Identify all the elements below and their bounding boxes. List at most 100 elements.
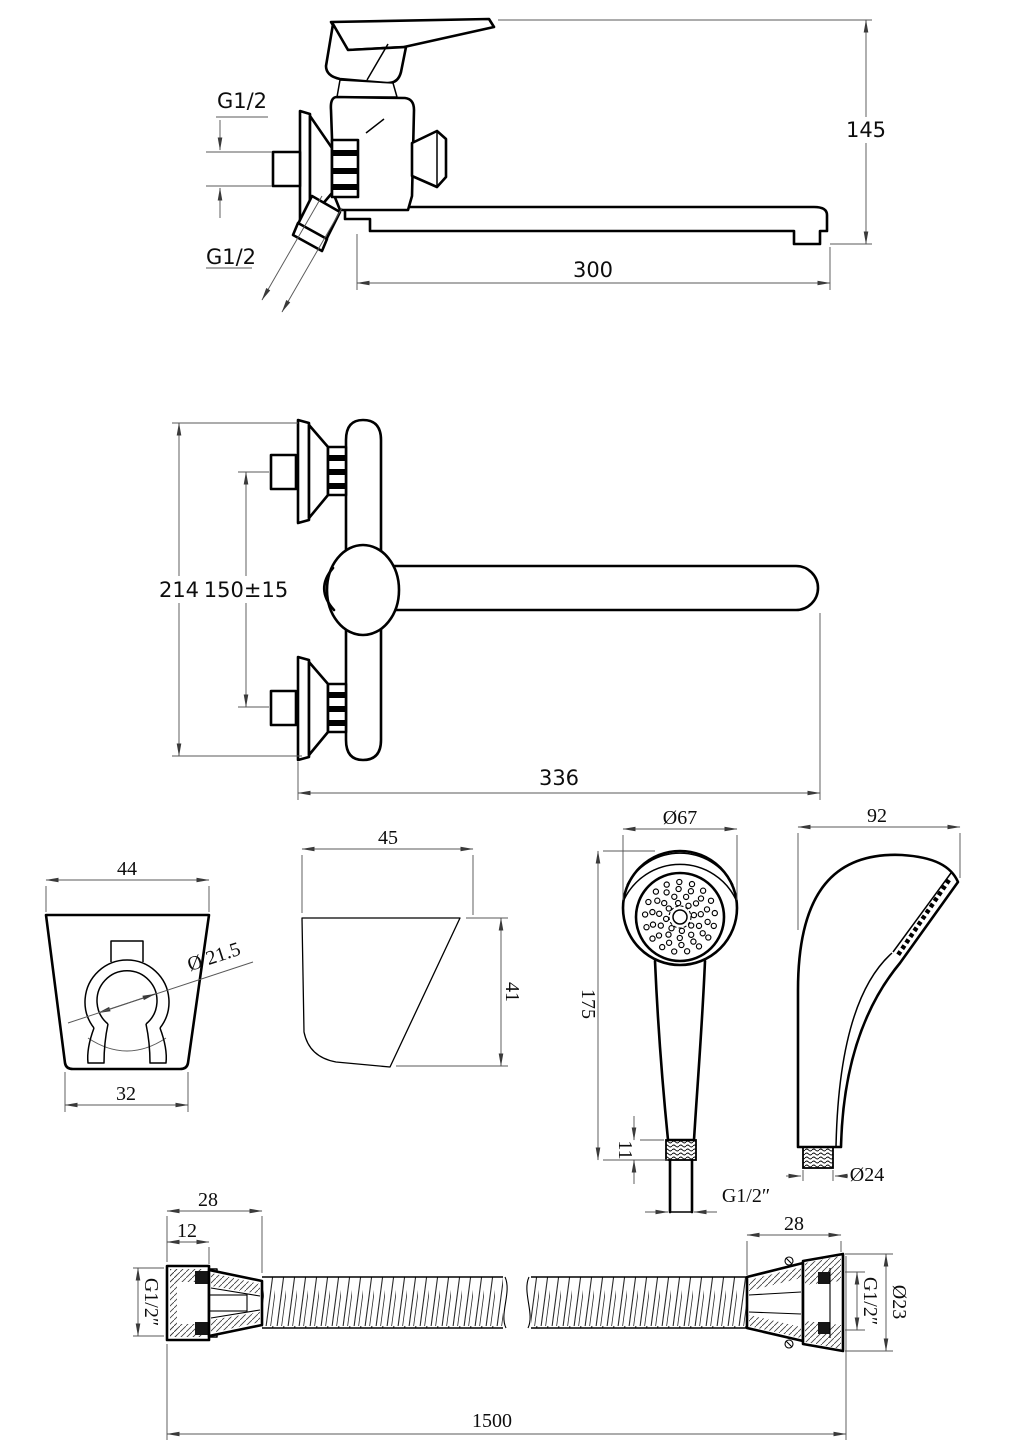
dim-label-214: 214 — [159, 578, 199, 602]
dim-label-24: Ø24 — [850, 1164, 884, 1186]
side-diverter-knob — [410, 129, 448, 189]
dim-41: 41 — [396, 917, 523, 1067]
handshower-side-view: 92 Ø24 — [786, 805, 961, 1186]
nozzle-dot — [659, 943, 666, 951]
nozzle-dot — [697, 911, 704, 918]
nozzle-dot — [655, 932, 663, 939]
front-spout — [381, 564, 820, 612]
nozzle-dot — [663, 889, 670, 896]
dim-label-145: 145 — [846, 118, 886, 142]
nozzle-dot — [654, 897, 661, 904]
side-neck — [336, 79, 398, 98]
dim-44: 44 — [45, 858, 210, 912]
nozzle-dot — [704, 918, 711, 926]
front-eccentric-top — [269, 418, 348, 525]
dim-336: 336 — [297, 613, 821, 800]
nozzle-dot — [703, 906, 711, 913]
nozzle-dot — [705, 934, 712, 941]
dim-label-45: 45 — [378, 827, 398, 849]
dim-92: 92 — [797, 805, 961, 930]
nozzle-dot — [649, 908, 656, 916]
nozzle-dot — [707, 897, 715, 904]
dim-label-g12-bottom: G1/2 — [206, 245, 256, 269]
hs-side-knurl — [802, 1146, 834, 1169]
nozzle-dot — [678, 927, 686, 935]
dim-label-92: 92 — [867, 805, 887, 827]
dim-label-right-g12: G1/2″ — [859, 1277, 881, 1325]
dim-label-150: 150±15 — [204, 578, 288, 602]
nozzle-dot — [695, 943, 703, 950]
nozzle-dot — [676, 934, 683, 942]
front-eccentric-bottom — [269, 655, 348, 762]
dim-label-left-28: 28 — [198, 1189, 218, 1211]
dim-g12-shower: G1/2″ — [645, 1185, 770, 1215]
nozzle-dot — [692, 900, 700, 907]
hose-right-fitting — [745, 1252, 845, 1353]
nozzle-dot — [688, 880, 696, 888]
bracket-outline — [301, 917, 461, 1068]
hs-side-outline — [796, 853, 960, 1149]
nozzle-dots — [641, 878, 718, 955]
dim-150: 150±15 — [204, 471, 288, 708]
nozzle-dot — [643, 924, 650, 931]
nozzle-dot — [657, 922, 664, 929]
side-lever — [329, 17, 496, 52]
nozzle-dot — [685, 902, 692, 909]
dim-label-right-23: Ø23 — [888, 1285, 910, 1319]
nozzle-dot — [699, 930, 706, 937]
nozzle-dot — [645, 898, 652, 906]
front-view: 214 150±15 336 — [157, 418, 821, 800]
dim-left-12: 12 — [166, 1220, 210, 1264]
dim-g12-top: G1/2 — [206, 89, 272, 218]
dim-left-28: 28 — [166, 1189, 263, 1273]
dim-label-g12-shower: G1/2″ — [722, 1185, 770, 1207]
dim-label-g12-top: G1/2 — [217, 89, 267, 113]
hs-knurl — [665, 1139, 697, 1161]
nozzle-dot — [668, 925, 675, 932]
dim-label-44: 44 — [117, 858, 137, 880]
nozzle-dot — [710, 922, 717, 930]
nozzle-dot — [699, 887, 707, 894]
nozzle-dot — [676, 878, 683, 886]
nozzle-dot — [665, 905, 672, 912]
dim-label-11: 11 — [614, 1140, 636, 1159]
holder-front-view: 44 32 Ø 21.5 — [44, 858, 254, 1112]
hose-left-fitting — [165, 1264, 264, 1342]
side-spout — [343, 205, 829, 246]
dim-24: Ø24 — [786, 1164, 884, 1186]
front-cartridge-ball — [325, 543, 401, 637]
dim-67: Ø67 — [622, 807, 738, 900]
dim-g12-bottom: G1/2 — [206, 195, 343, 313]
nozzle-dot — [687, 888, 695, 895]
dim-label-300: 300 — [573, 258, 613, 282]
holder-clip — [84, 940, 170, 1064]
nozzle-dot — [683, 948, 691, 955]
nozzle-dot — [671, 948, 678, 955]
dim-label-32: 32 — [116, 1083, 136, 1105]
nozzle-dot — [649, 935, 656, 942]
nozzle-dot — [690, 938, 697, 945]
dim-145: 145 — [498, 19, 887, 245]
dim-right-23: Ø23 — [845, 1253, 910, 1352]
dim-label-336: 336 — [539, 766, 579, 790]
hose-view: 28 12 G1/2″ 28 G1/2″ — [133, 1189, 910, 1440]
dim-label-67: Ø67 — [663, 807, 697, 829]
dim-label-left-g12: G1/2″ — [140, 1278, 162, 1326]
dim-300: 300 — [356, 234, 831, 290]
nozzle-dot — [652, 888, 660, 895]
dim-left-g12: G1/2″ — [133, 1267, 164, 1337]
hs-face — [634, 871, 726, 963]
dim-label-1500: 1500 — [472, 1410, 512, 1432]
nozzle-dot — [663, 881, 670, 888]
dim-right-28: 28 — [746, 1213, 842, 1275]
dim-right-g12: G1/2″ — [845, 1271, 881, 1331]
nozzle-dot — [649, 921, 657, 928]
nozzle-dot — [674, 899, 682, 907]
holder-outline — [44, 913, 211, 1071]
nozzle-dot — [697, 895, 705, 902]
nozzle-dot — [711, 909, 718, 917]
nozzle-dot — [695, 922, 703, 930]
handshower-front-view: Ø67 175 11 G1/2″ — [577, 807, 770, 1215]
dim-175: 175 — [577, 850, 664, 1161]
